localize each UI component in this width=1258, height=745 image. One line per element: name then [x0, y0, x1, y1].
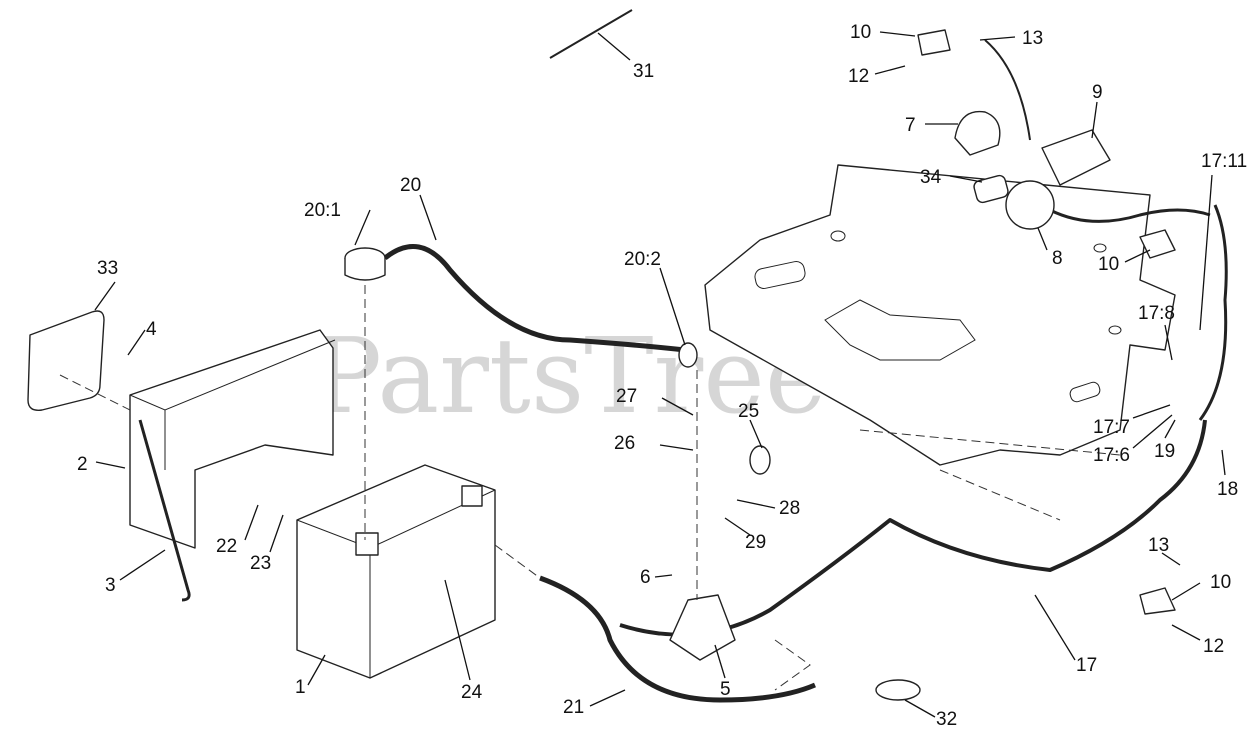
callout-19: 19: [1154, 441, 1175, 462]
callout-20: 20: [400, 175, 421, 196]
callout-8: 8: [1052, 248, 1063, 269]
callout-20-2: 20:2: [624, 249, 661, 270]
callout-24: 24: [461, 682, 483, 703]
battery-cover: [27, 310, 105, 411]
callout-labels: 10 13 12 31 9 7 34 17:11 8 10 17:8 17:7 …: [77, 22, 1247, 730]
callout-9: 9: [1092, 82, 1103, 103]
callout-12: 12: [848, 66, 869, 87]
callout-3: 3: [105, 575, 116, 596]
leader-lines: [94, 31, 1226, 718]
callout-20-1: 20:1: [304, 200, 341, 221]
callout-25: 25: [738, 401, 759, 422]
callout-33: 33: [97, 258, 118, 279]
callout-32: 32: [936, 709, 957, 730]
battery-tray: [129, 329, 336, 549]
callout-28: 28: [779, 498, 800, 519]
callout-17-8: 17:8: [1138, 303, 1175, 324]
callout-17-11: 17:11: [1201, 151, 1247, 172]
callout-22: 22: [216, 536, 237, 557]
frame-plate: [704, 164, 1176, 521]
callout-18: 18: [1217, 479, 1238, 500]
cables: [344, 39, 1228, 703]
callout-34: 34: [920, 167, 942, 188]
callout-17-7: 17:7: [1093, 417, 1130, 438]
callout-27: 27: [616, 386, 637, 407]
misc-parts: [138, 9, 1176, 701]
callout-13: 13: [1022, 28, 1043, 49]
callout-4: 4: [146, 319, 157, 340]
assembly-lines: [59, 285, 811, 691]
callout-17-6: 17:6: [1093, 445, 1130, 466]
callout-17: 17: [1076, 655, 1097, 676]
callout-10: 10: [850, 22, 871, 43]
callout-29: 29: [745, 532, 766, 553]
callout-23: 23: [250, 553, 271, 574]
callout-21: 21: [563, 697, 584, 718]
callout-6: 6: [640, 567, 651, 588]
callout-31: 31: [633, 61, 654, 82]
callout-26: 26: [614, 433, 635, 454]
callout-10: 10: [1098, 254, 1119, 275]
callout-2: 2: [77, 454, 88, 475]
callout-7: 7: [905, 115, 916, 136]
callout-13: 13: [1148, 535, 1169, 556]
callout-10: 10: [1210, 572, 1231, 593]
callout-12: 12: [1203, 636, 1224, 657]
callout-5: 5: [720, 679, 731, 700]
callout-1: 1: [295, 677, 306, 698]
battery: [296, 464, 496, 679]
